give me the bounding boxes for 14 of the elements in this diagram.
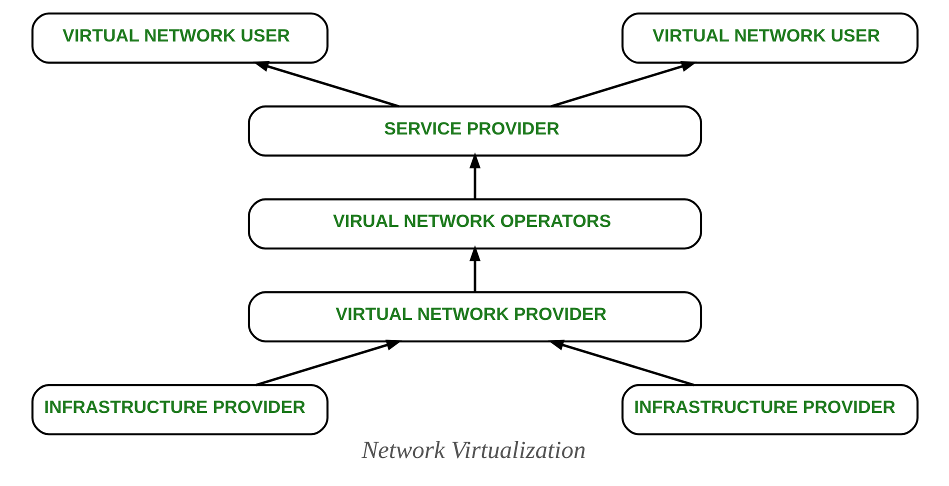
node-box: VIRTUAL NETWORK USER (30, 12, 328, 64)
arrow (468, 152, 480, 199)
node-box: INFRASTRUCTURE PROVIDER (30, 384, 328, 436)
node-box: VIRUAL NETWORK OPERATORS (247, 198, 702, 250)
node-box: VIRTUAL NETWORK USER (620, 12, 918, 64)
arrow (550, 61, 697, 108)
arrow (252, 61, 399, 108)
arrow (547, 340, 694, 386)
node-box: VIRTUAL NETWORK PROVIDER (247, 291, 702, 342)
node-box: SERVICE PROVIDER (247, 105, 702, 157)
caption: Network Virtualization (361, 436, 586, 464)
node-box: INFRASTRUCTURE PROVIDER (620, 384, 918, 436)
arrow (255, 340, 402, 386)
arrow (468, 245, 480, 292)
